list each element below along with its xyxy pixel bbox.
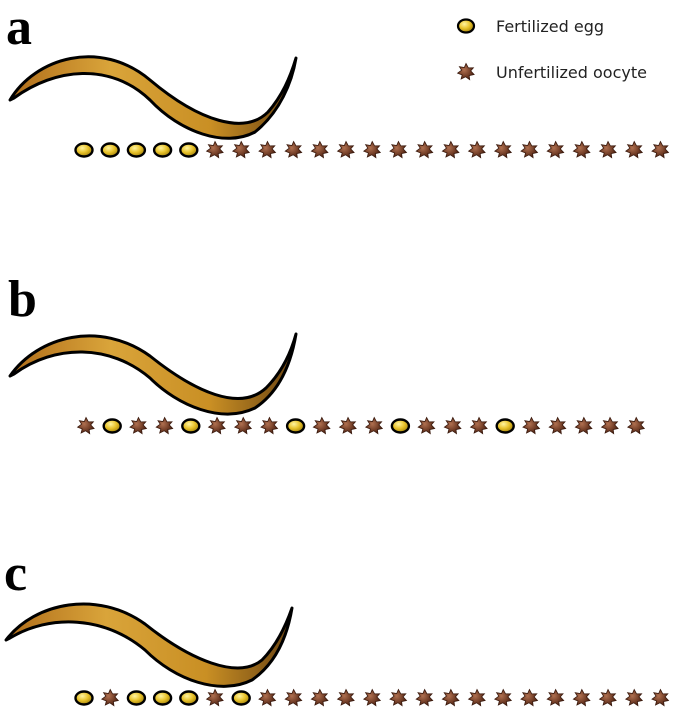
oocyte-icon (572, 140, 591, 159)
oocyte-icon (651, 140, 670, 159)
oocyte-icon (456, 62, 475, 81)
oocyte-icon (205, 688, 224, 707)
oocyte-icon (362, 688, 382, 707)
egg-row-a (74, 140, 670, 159)
egg-icon (285, 418, 306, 434)
egg-icon (74, 142, 94, 158)
panel-letter-a: a (6, 0, 32, 56)
oocyte-icon (624, 688, 644, 707)
oocyte-icon (520, 688, 539, 707)
oocyte-icon (522, 416, 541, 435)
worm-c (4, 602, 294, 688)
oocyte-icon (364, 416, 384, 435)
panel-a: a (6, 0, 670, 159)
egg-icon (126, 690, 147, 706)
egg-icon (456, 18, 476, 34)
egg-row-c (74, 688, 670, 707)
panel-c: c (4, 545, 670, 707)
oocyte-icon (312, 416, 331, 435)
oocyte-icon (100, 688, 120, 707)
oocyte-icon (231, 140, 251, 159)
legend-fertilized: Fertilized egg (456, 17, 604, 36)
oocyte-icon (310, 688, 329, 707)
oocyte-icon (415, 688, 434, 707)
legend-unfertilized-label: Unfertilized oocyte (496, 63, 647, 82)
oocyte-icon (336, 688, 355, 707)
panel-letter-b: b (8, 271, 37, 328)
oocyte-icon (574, 416, 593, 435)
oocyte-icon (362, 140, 382, 159)
oocyte-icon (469, 416, 488, 435)
oocyte-icon (520, 140, 539, 159)
worm-a (8, 55, 298, 140)
oocyte-icon (284, 140, 303, 159)
oocyte-icon (207, 416, 226, 435)
oocyte-icon (205, 140, 224, 159)
oocyte-icon (493, 688, 513, 707)
egg-icon (179, 142, 199, 158)
oocyte-icon (624, 140, 644, 159)
legend-unfertilized: Unfertilized oocyte (456, 62, 647, 82)
oocyte-icon (233, 416, 253, 435)
oocyte-icon (389, 688, 408, 707)
panel-letter-c: c (4, 545, 27, 602)
egg-icon (100, 142, 120, 158)
oocyte-icon (546, 688, 565, 707)
oocyte-icon (417, 416, 436, 435)
oocyte-icon (493, 140, 513, 159)
egg-icon (74, 690, 94, 706)
egg-icon (152, 690, 173, 706)
oocyte-icon (546, 140, 565, 159)
egg-icon (102, 418, 122, 434)
oocyte-icon (310, 140, 329, 159)
panel-b: b (8, 271, 646, 435)
legend: Fertilized egg Unfertilized oocyte (456, 17, 647, 82)
legend-fertilized-label: Fertilized egg (496, 17, 604, 36)
egg-icon (181, 418, 201, 434)
oocyte-icon (456, 62, 475, 81)
egg-icon (179, 690, 199, 706)
oocyte-icon (389, 140, 408, 159)
oocyte-icon (467, 140, 486, 159)
oocyte-icon (76, 416, 95, 435)
oocyte-icon (338, 416, 357, 435)
oocyte-icon (336, 140, 355, 159)
oocyte-icon (467, 688, 486, 707)
egg-row-b (76, 416, 646, 435)
egg-icon (152, 142, 173, 158)
oocyte-icon (572, 688, 591, 707)
oocyte-icon (415, 140, 434, 159)
oocyte-icon (598, 140, 617, 159)
oocyte-icon (651, 688, 670, 707)
egg-icon (390, 418, 411, 434)
oocyte-icon (155, 416, 174, 435)
oocyte-icon (284, 688, 303, 707)
oocyte-icon (626, 416, 646, 435)
oocyte-icon (598, 688, 617, 707)
egg-icon (231, 690, 251, 706)
oocyte-icon (258, 688, 277, 707)
oocyte-icon (129, 416, 148, 435)
oocyte-icon (260, 416, 279, 435)
oocyte-icon (258, 140, 277, 159)
egg-icon (126, 142, 147, 158)
oocyte-icon (441, 688, 460, 707)
worm-b (8, 332, 298, 416)
oocyte-icon (441, 140, 460, 159)
oocyte-icon (600, 416, 619, 435)
oocyte-icon (548, 416, 567, 435)
egg-icon (495, 418, 515, 434)
oocyte-icon (443, 416, 462, 435)
